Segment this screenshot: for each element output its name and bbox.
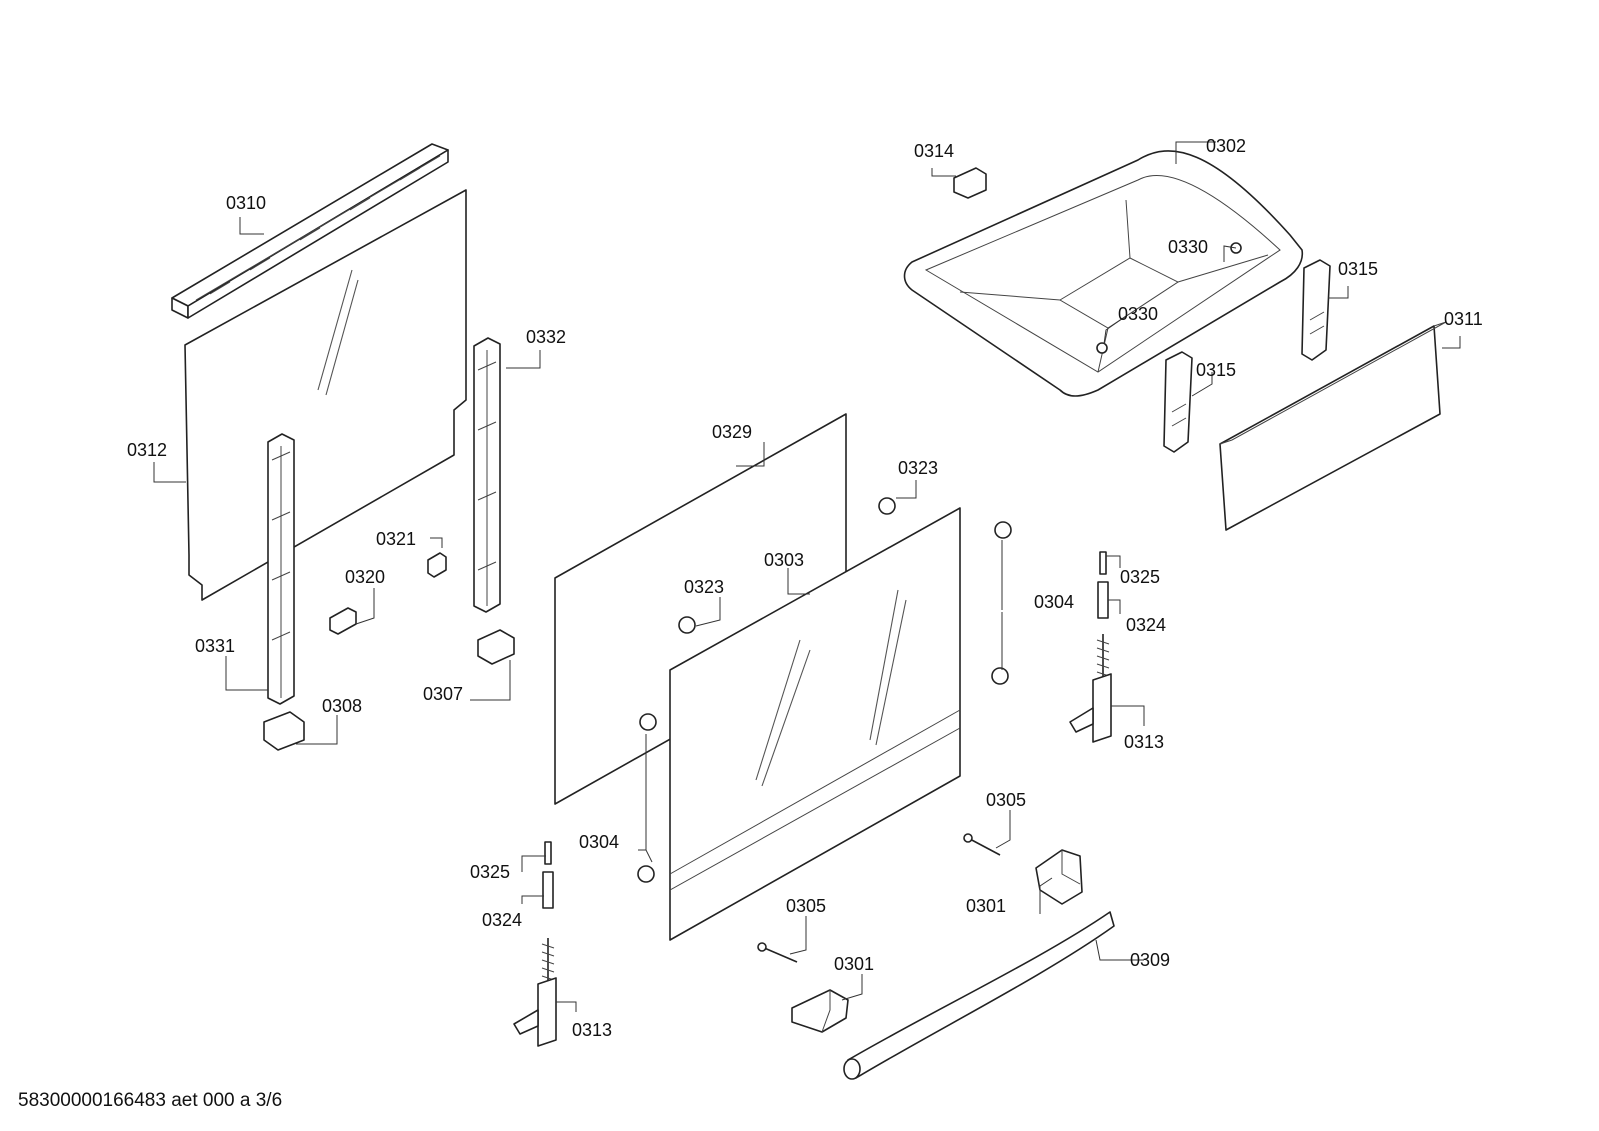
part-0309-handle-bar bbox=[843, 911, 1115, 1080]
callout-0301-upper: 0301 bbox=[966, 896, 1006, 916]
callout-0312: 0312 bbox=[127, 440, 167, 460]
callout-0332: 0332 bbox=[526, 327, 566, 347]
part-0310-top-trim bbox=[171, 143, 449, 319]
part-0304-roller-upper-left bbox=[639, 713, 657, 731]
part-0320-clip bbox=[329, 607, 357, 635]
callout-0304-right: 0304 bbox=[1034, 592, 1074, 612]
part-0325-pin-left bbox=[544, 841, 552, 865]
callout-0313-right: 0313 bbox=[1124, 732, 1164, 752]
callout-0304-left: 0304 bbox=[579, 832, 619, 852]
part-0305-screw-lower bbox=[757, 942, 798, 963]
part-0324-sleeve-right bbox=[1097, 581, 1109, 619]
callout-0305-lower: 0305 bbox=[786, 896, 826, 916]
callout-0331: 0331 bbox=[195, 636, 235, 656]
part-0304-roller-lower-left bbox=[637, 865, 655, 883]
callout-0309: 0309 bbox=[1130, 950, 1170, 970]
part-0305-screw-upper bbox=[963, 833, 1001, 856]
callout-0315-right: 0315 bbox=[1338, 259, 1378, 279]
callout-0325-left: 0325 bbox=[470, 862, 510, 882]
part-0312-glass-panel bbox=[184, 189, 467, 601]
part-0315-runner-left bbox=[1163, 351, 1193, 453]
part-0301-endcap-upper bbox=[1035, 849, 1083, 905]
callout-0330-upper: 0330 bbox=[1168, 237, 1208, 257]
part-0308-hinge-bracket bbox=[263, 711, 305, 751]
part-0307-hinge-bracket bbox=[477, 629, 515, 665]
callout-0305-upper: 0305 bbox=[986, 790, 1026, 810]
part-0304-roller-upper-right bbox=[994, 521, 1012, 539]
part-0315-runner-right bbox=[1301, 259, 1331, 361]
leader-lines bbox=[153, 141, 1461, 1012]
part-0324-sleeve-left bbox=[542, 871, 554, 909]
callout-0314: 0314 bbox=[914, 141, 954, 161]
part-0332-rail bbox=[473, 337, 501, 613]
part-0313-hinge-right bbox=[1069, 634, 1112, 743]
callout-0320: 0320 bbox=[345, 567, 385, 587]
part-0313-hinge-left bbox=[513, 938, 557, 1047]
part-0321-clip bbox=[427, 552, 447, 578]
callout-0307: 0307 bbox=[423, 684, 463, 704]
callout-0325-right: 0325 bbox=[1120, 567, 1160, 587]
callout-0324-right: 0324 bbox=[1126, 615, 1166, 635]
callout-0323-upper: 0323 bbox=[898, 458, 938, 478]
part-0302-tray bbox=[903, 150, 1304, 397]
callout-0308: 0308 bbox=[322, 696, 362, 716]
callout-0324-left: 0324 bbox=[482, 910, 522, 930]
callout-0313-left: 0313 bbox=[572, 1020, 612, 1040]
part-0331-rail bbox=[267, 433, 295, 705]
callout-0315-left: 0315 bbox=[1196, 360, 1236, 380]
part-0314-tray-clip bbox=[953, 167, 987, 199]
part-0301-endcap-lower bbox=[791, 989, 849, 1033]
callout-0301-lower: 0301 bbox=[834, 954, 874, 974]
callout-0329: 0329 bbox=[712, 422, 752, 442]
callout-0321: 0321 bbox=[376, 529, 416, 549]
part-0303-door bbox=[669, 507, 961, 941]
part-0325-pin-right bbox=[1099, 551, 1107, 575]
part-0323-bushing-lower bbox=[678, 616, 696, 634]
callout-0311: 0311 bbox=[1444, 309, 1483, 329]
callout-0330-lower: 0330 bbox=[1118, 304, 1158, 324]
callout-0323-lower: 0323 bbox=[684, 577, 724, 597]
callout-labels: 0310 0312 0332 0321 0320 0331 0308 0307 … bbox=[127, 136, 1483, 1040]
callout-0310: 0310 bbox=[226, 193, 266, 213]
part-0323-bushing-upper bbox=[878, 497, 896, 515]
part-0311-front-panel bbox=[1219, 321, 1447, 531]
document-code: 58300000166483 aet 000 a 3/6 bbox=[18, 1090, 283, 1111]
part-0304-roller-lower-right bbox=[991, 667, 1009, 685]
callout-0302: 0302 bbox=[1206, 136, 1246, 156]
callout-0303: 0303 bbox=[764, 550, 804, 570]
